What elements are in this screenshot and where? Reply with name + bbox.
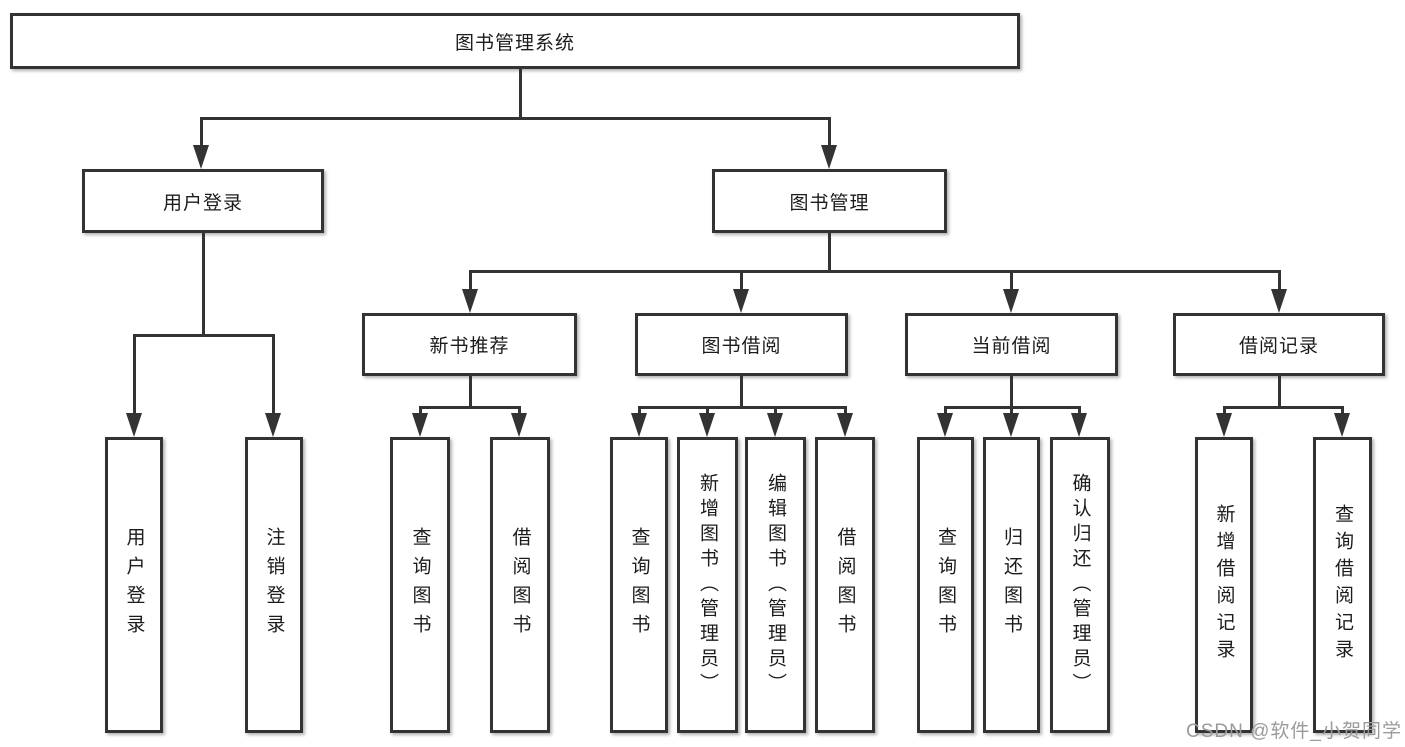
leaf-edit-book-admin-label: 编辑图书（管理员） — [765, 472, 786, 698]
arrow-down-icon — [1071, 413, 1087, 437]
leaf-add-borrow-record-label: 新增借阅记录 — [1213, 504, 1235, 666]
connector-line — [828, 117, 831, 149]
node-borrow-record-label: 借阅记录 — [1238, 336, 1319, 357]
arrow-down-icon — [1216, 413, 1232, 437]
node-root-label: 图书管理系统 — [454, 32, 575, 54]
connector-line — [828, 233, 831, 273]
connector-line — [133, 334, 136, 416]
leaf-confirm-return-admin: 确认归还（管理员） — [1050, 437, 1110, 733]
connector-line — [519, 69, 522, 119]
arrow-down-icon — [511, 413, 527, 437]
leaf-edit-book-admin: 编辑图书（管理员） — [745, 437, 806, 733]
connector-line — [1010, 270, 1013, 291]
connector-line — [202, 233, 205, 337]
leaf-borrow-borrow-book-label: 借阅图书 — [834, 527, 856, 643]
arrow-down-icon — [821, 145, 837, 169]
node-book-borrow-label: 图书借阅 — [701, 336, 782, 357]
connector-line — [1223, 406, 1344, 409]
leaf-borrow-borrow-book: 借阅图书 — [815, 437, 875, 733]
arrow-down-icon — [733, 289, 749, 313]
connector-line — [133, 334, 275, 337]
connector-line — [200, 117, 203, 149]
leaf-query-borrow-record-label: 查询借阅记录 — [1332, 504, 1353, 666]
node-current-borrow-label: 当前借阅 — [971, 336, 1052, 357]
connector-line — [638, 406, 641, 416]
leaf-user-login: 用户登录 — [105, 437, 163, 733]
leaf-add-book-admin-label: 新增图书（管理员） — [697, 472, 718, 698]
leaf-current-query-book-label: 查询图书 — [935, 527, 956, 643]
arrow-down-icon — [1271, 289, 1287, 313]
node-root: 图书管理系统 — [10, 13, 1020, 69]
leaf-recommend-borrow-book-label: 借阅图书 — [509, 527, 531, 643]
arrow-down-icon — [462, 289, 478, 313]
leaf-borrow-query-book: 查询图书 — [610, 437, 668, 733]
connector-line — [844, 406, 847, 416]
leaf-query-borrow-record: 查询借阅记录 — [1313, 437, 1372, 733]
connector-line — [1078, 406, 1081, 416]
connector-line — [469, 376, 472, 409]
node-user-login: 用户登录 — [82, 169, 324, 233]
connector-line — [272, 334, 275, 416]
arrow-down-icon — [412, 413, 428, 437]
connector-line — [469, 270, 1281, 273]
arrow-down-icon — [265, 413, 281, 437]
leaf-logout-label: 注销登录 — [263, 527, 285, 643]
node-book-management-label: 图书管理 — [789, 192, 870, 214]
connector-line — [638, 406, 846, 409]
leaf-recommend-query-book-label: 查询图书 — [409, 527, 431, 643]
connector-line — [518, 406, 521, 416]
arrow-down-icon — [937, 413, 953, 437]
leaf-current-query-book: 查询图书 — [917, 437, 974, 733]
connector-line — [200, 117, 831, 120]
node-book-borrow: 图书借阅 — [635, 313, 848, 376]
arrow-down-icon — [631, 413, 647, 437]
arrow-down-icon — [1334, 413, 1350, 437]
arrow-down-icon — [767, 413, 783, 437]
connector-line — [944, 406, 947, 416]
leaf-return-book-label: 归还图书 — [1001, 527, 1022, 643]
leaf-user-login-label: 用户登录 — [123, 527, 145, 643]
leaf-recommend-query-book: 查询图书 — [390, 437, 450, 733]
leaf-confirm-return-admin-label: 确认归还（管理员） — [1069, 472, 1091, 698]
connector-line — [740, 376, 743, 409]
arrow-down-icon — [699, 413, 715, 437]
leaf-add-borrow-record: 新增借阅记录 — [1195, 437, 1253, 733]
arrow-down-icon — [837, 413, 853, 437]
connector-line — [706, 406, 709, 416]
connector-line — [740, 270, 743, 291]
leaf-logout: 注销登录 — [245, 437, 303, 733]
leaf-borrow-query-book-label: 查询图书 — [628, 527, 650, 643]
node-user-login-label: 用户登录 — [162, 192, 243, 214]
connector-line — [774, 406, 777, 416]
arrow-down-icon — [126, 413, 142, 437]
leaf-return-book: 归还图书 — [983, 437, 1040, 733]
node-current-borrow: 当前借阅 — [905, 313, 1118, 376]
arrow-down-icon — [1003, 289, 1019, 313]
connector-line — [1010, 376, 1013, 409]
node-borrow-record: 借阅记录 — [1173, 313, 1385, 376]
csdn-watermark: CSDN @软件_小贺同学 — [1186, 721, 1402, 742]
node-new-book-recommend-label: 新书推荐 — [429, 336, 510, 357]
connector-line — [419, 406, 521, 409]
leaf-recommend-borrow-book: 借阅图书 — [490, 437, 550, 733]
connector-line — [469, 270, 472, 291]
connector-line — [1223, 406, 1226, 416]
leaf-add-book-admin: 新增图书（管理员） — [677, 437, 738, 733]
connector-line — [1341, 406, 1344, 416]
connector-line — [1278, 270, 1281, 291]
node-book-management: 图书管理 — [712, 169, 947, 233]
node-new-book-recommend: 新书推荐 — [362, 313, 577, 376]
arrow-down-icon — [1003, 413, 1019, 437]
connector-line — [1010, 406, 1013, 416]
connector-line — [419, 406, 422, 416]
arrow-down-icon — [193, 145, 209, 169]
connector-line — [1278, 376, 1281, 409]
